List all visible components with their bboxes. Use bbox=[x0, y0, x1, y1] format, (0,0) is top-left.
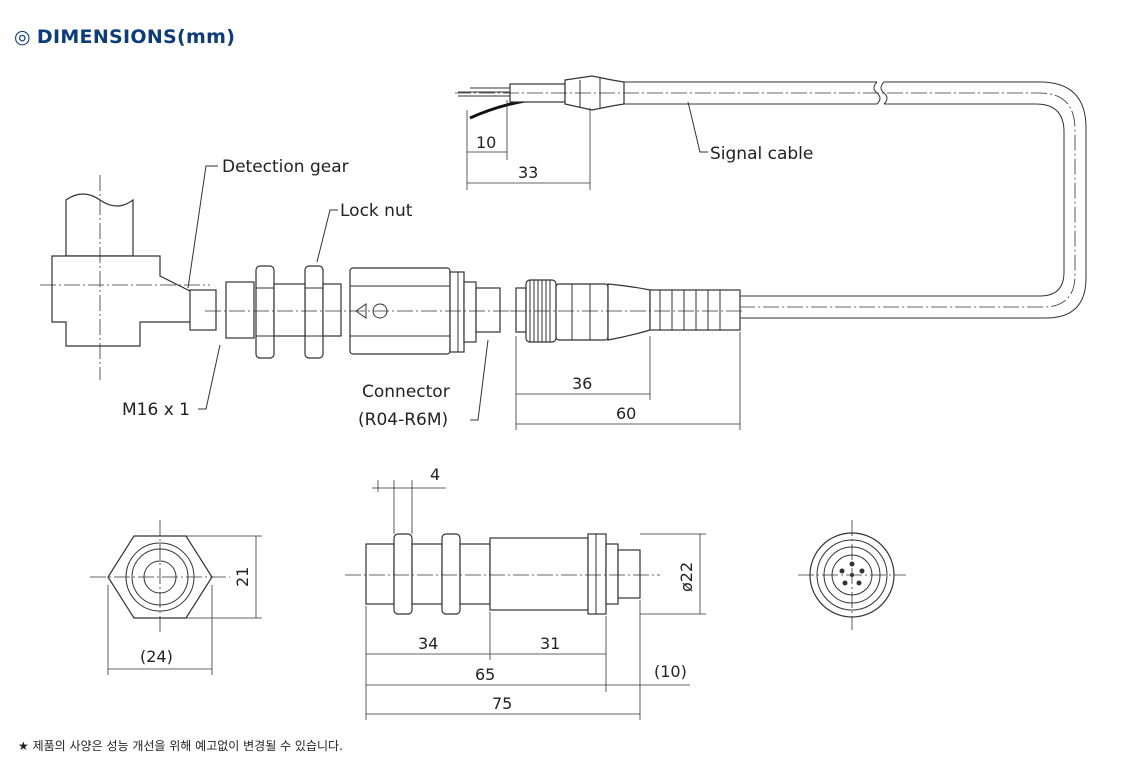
dim-pin-length: (10) bbox=[654, 662, 687, 681]
dim-hex-height: 21 bbox=[233, 567, 252, 587]
dim-wire-strip: 10 bbox=[476, 133, 496, 152]
signal-cable-drawing: Signal cable 10 33 bbox=[455, 75, 1087, 319]
footnote: ★ 제품의 사양은 성능 개선을 위해 예고없이 변경될 수 있습니다. bbox=[18, 739, 343, 753]
bullet-icon: ◎ bbox=[14, 26, 31, 48]
connector-model-label: (R04-R6M) bbox=[358, 410, 448, 430]
dim-plug-length: 60 bbox=[616, 404, 636, 423]
hex-end-view: 21 (24) bbox=[90, 520, 262, 675]
dim-connector-length: 36 bbox=[572, 374, 592, 393]
dim-wire-sheath: 33 bbox=[518, 163, 538, 182]
dim-hex-across: (24) bbox=[140, 647, 173, 666]
detection-gear-label: Detection gear bbox=[222, 157, 349, 177]
dim-nut-width: 4 bbox=[430, 465, 440, 484]
sensor-side-view: 4 ø22 34 31 65 (10) 75 bbox=[345, 465, 706, 720]
dim-thread-length: 34 bbox=[418, 634, 438, 653]
dim-body-length: 31 bbox=[540, 634, 560, 653]
thread-label: M16 x 1 bbox=[122, 400, 190, 420]
connector-face-view bbox=[798, 520, 906, 630]
connector-label: Connector bbox=[362, 382, 450, 402]
signal-cable-label: Signal cable bbox=[710, 144, 813, 164]
dim-sensor-length: 65 bbox=[475, 665, 495, 684]
dim-diameter: ø22 bbox=[677, 562, 696, 592]
assembly-drawing: Detection gear Lock nut M16 x 1 Connecto… bbox=[40, 157, 745, 430]
dim-total-length: 75 bbox=[492, 694, 512, 713]
lock-nut-label: Lock nut bbox=[340, 201, 413, 221]
title-text: DIMENSIONS(mm) bbox=[36, 26, 236, 48]
page-title: ◎DIMENSIONS(mm) bbox=[14, 26, 235, 48]
